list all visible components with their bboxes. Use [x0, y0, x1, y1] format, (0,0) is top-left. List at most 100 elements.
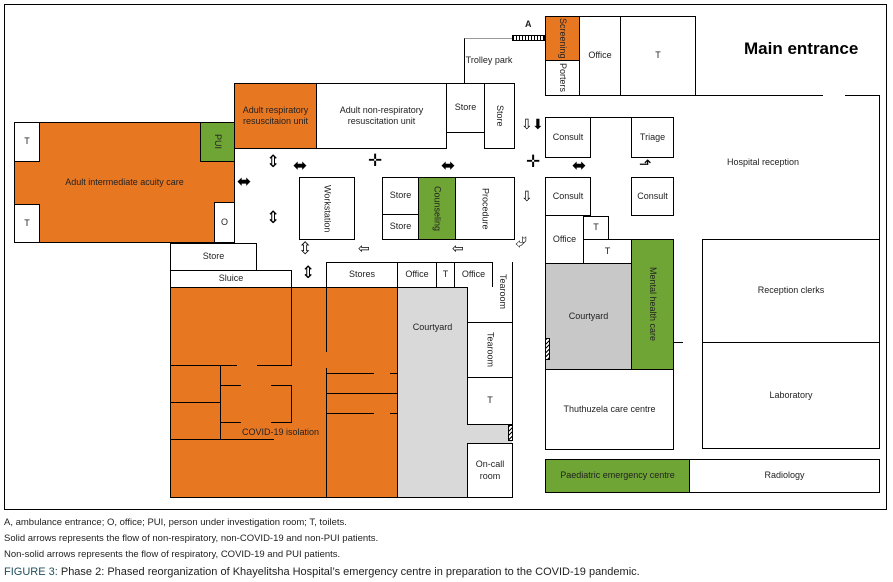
- courtyard-passage: [466, 424, 512, 444]
- solid-down-arrow-icon: ⬇: [532, 116, 544, 132]
- figure-caption-text: Phase 2: Phased reorganization of Khayel…: [57, 566, 640, 578]
- room-label: Adult intermediate acuity care: [65, 176, 184, 187]
- wall: [545, 95, 647, 96]
- room-office: Office: [454, 262, 493, 288]
- room-store: Store: [382, 214, 419, 240]
- hospital-reception-label: Hospital reception: [727, 157, 800, 167]
- courtyard-central: Courtyard: [397, 287, 468, 498]
- courtyard-east: Courtyard: [545, 263, 632, 370]
- solid-left-right-arrow-icon: ⬌: [572, 156, 587, 175]
- room-toilet: T: [14, 122, 40, 162]
- room-tearoom-annex: [467, 287, 493, 323]
- hatched-door: [545, 338, 550, 360]
- floor-plan: [4, 4, 887, 510]
- wall: [257, 365, 292, 366]
- room-tearoom: Tearoom: [492, 262, 513, 323]
- solid-corner-arrow-icon: ⬏: [639, 156, 652, 173]
- solid-t-junction-arrow-icon: ✛: [526, 152, 541, 171]
- room-workstation: Workstation: [299, 177, 355, 240]
- solid-t-junction-arrow-icon: ✛: [368, 151, 383, 170]
- room-trolley-park: Trolley park: [464, 38, 513, 84]
- wall: [291, 287, 292, 366]
- room-tearoom: Tearoom: [467, 322, 513, 378]
- wall: [326, 393, 398, 394]
- wall: [220, 422, 241, 423]
- hollow-corner-arrow-icon: ⮰: [515, 234, 528, 251]
- room-laboratory: Laboratory: [702, 342, 880, 449]
- room-counseling: Counseling: [418, 177, 456, 240]
- main-entrance-label: Main entrance: [744, 39, 859, 58]
- legend-solid-arrows: Solid arrows represents the flow of non-…: [4, 533, 379, 544]
- room-screening: Screening: [545, 16, 580, 61]
- room-on-call: On-call room: [467, 443, 513, 498]
- wall: [291, 385, 292, 423]
- solid-left-right-arrow-icon: ⬌: [237, 172, 252, 191]
- figure-caption: FIGURE 3: Phase 2: Phased reorganization…: [4, 566, 640, 578]
- hollow-left-arrow-icon: ⇦: [452, 240, 464, 256]
- wall: [390, 373, 398, 374]
- wall: [170, 365, 237, 366]
- room-office: Office: [397, 262, 437, 288]
- wall: [170, 402, 220, 403]
- hollow-up-down-arrow-icon: ⇕: [301, 263, 316, 282]
- room-adult-respiratory-resuscitation: Adult respiratory resuscitaion unit: [234, 83, 317, 149]
- room-toilet: T: [467, 377, 513, 425]
- room-sluice: Sluice: [170, 270, 292, 288]
- room-pui: PUI: [200, 122, 235, 162]
- legend-abbreviations: A, ambulance entrance; O, office; PUI, p…: [4, 517, 347, 528]
- room-radiology: Radiology: [689, 459, 880, 493]
- wall: [271, 385, 292, 386]
- hatched-door: [508, 425, 513, 441]
- wall: [845, 95, 880, 96]
- wall: [390, 413, 398, 414]
- room-consult: Consult: [545, 177, 591, 216]
- hollow-up-down-arrow-icon: ⇕: [266, 208, 281, 227]
- wall: [326, 368, 327, 498]
- room-toilet: T: [583, 239, 632, 264]
- room-office: Office: [545, 215, 584, 264]
- room-porters: Porters: [545, 60, 580, 96]
- wall: [326, 373, 374, 374]
- hollow-t-junction-arrow-icon: ⇳: [298, 239, 313, 258]
- figure-label: FIGURE 3:: [4, 566, 58, 578]
- room-reception-clerks: Reception clerks: [702, 239, 880, 343]
- room-consult: Consult: [545, 117, 591, 158]
- room-toilet: T: [583, 216, 609, 240]
- room-paediatric-emergency-centre: Paediatric emergency centre: [545, 459, 690, 493]
- legend-non-solid-arrows: Non-solid arrows represents the flow of …: [4, 549, 341, 560]
- wall: [220, 365, 221, 440]
- room-store: Store: [170, 243, 257, 271]
- ambulance-entrance-ramp: [512, 35, 545, 41]
- room-office: Office: [579, 16, 621, 96]
- wall: [220, 385, 241, 386]
- room-store: Store: [382, 177, 419, 215]
- room-office: O: [214, 202, 235, 243]
- room-procedure: Procedure: [455, 177, 515, 240]
- room-toilet: T: [436, 262, 455, 288]
- wall: [879, 95, 880, 240]
- solid-left-right-arrow-icon: ⬌: [293, 156, 308, 175]
- room-toilet: T: [620, 16, 696, 96]
- room-adult-intermediate-acuity-care: Adult intermediate acuity care: [14, 122, 235, 243]
- room-triage: Triage: [631, 117, 674, 158]
- room-consult: Consult: [631, 177, 674, 216]
- wall: [673, 342, 683, 343]
- room-stores: Stores: [326, 262, 398, 288]
- room-store: Store: [484, 83, 515, 149]
- wall: [271, 422, 292, 423]
- hollow-left-arrow-icon: ⇦: [358, 240, 370, 256]
- covid-19-isolation-area: [170, 287, 398, 498]
- wall: [326, 413, 374, 414]
- room-store: Store: [446, 83, 485, 133]
- wall: [667, 95, 823, 96]
- room-adult-non-respiratory-resuscitation: Adult non-respiratory resuscitation unit: [316, 83, 447, 149]
- room-unlabeled: [590, 117, 632, 158]
- room-mental-health-care: Mental health care: [631, 239, 674, 370]
- room-thuthuzela-care-centre: Thuthuzela care centre: [545, 369, 674, 450]
- hollow-down-arrow-icon: ⇩: [521, 188, 533, 204]
- hollow-up-down-arrow-icon: ⇕: [266, 152, 281, 171]
- hollow-down-arrow-icon: ⇩: [521, 116, 533, 132]
- wall: [170, 439, 274, 440]
- wall: [326, 287, 327, 352]
- room-toilet: T: [14, 204, 40, 243]
